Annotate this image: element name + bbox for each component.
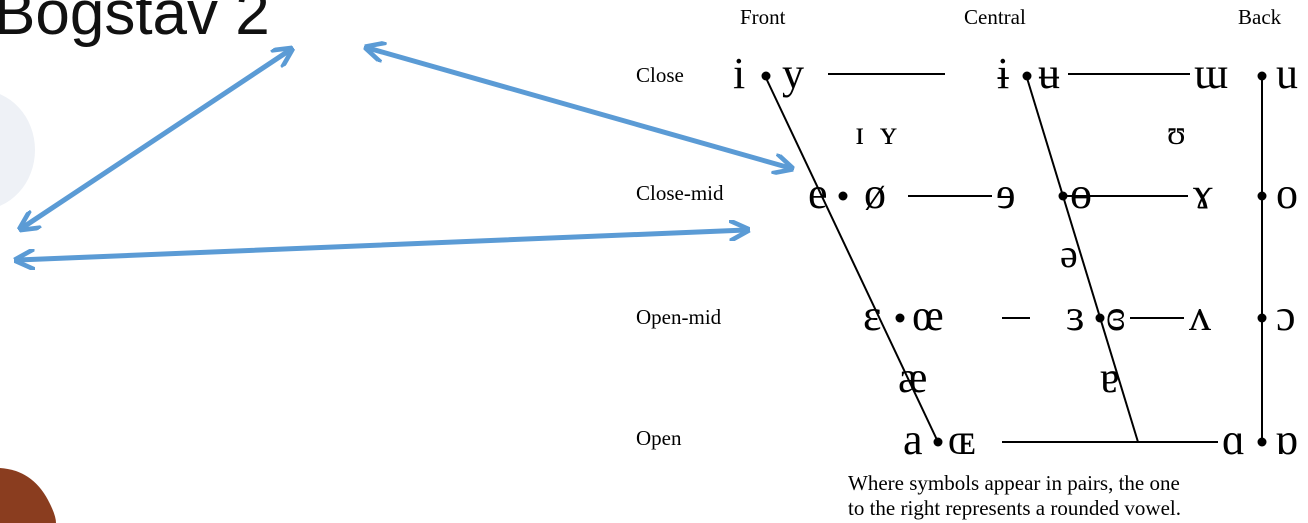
vowel-close-front-unrounded: i (733, 49, 745, 98)
dot-openmid-central (1095, 313, 1105, 323)
vowel-openmid-central-rounded: ɞ (1106, 291, 1126, 340)
chart-lines (765, 73, 1263, 443)
vowel-open-front-unrounded: a (903, 415, 923, 464)
vowel-openmid-front-rounded: œ (912, 291, 944, 340)
background-blur (0, 94, 35, 206)
dot-openmid-front (895, 313, 905, 323)
vowel-closemid-back-rounded: o (1276, 169, 1298, 218)
slide-title: Bogstav 2 (0, 0, 270, 48)
dot-closemid-back (1257, 191, 1267, 201)
vowel-chart: Front Central Back Close Close-mid Open-… (636, 5, 1298, 520)
vowel-open-back-rounded: ɒ (1275, 415, 1298, 464)
vowel-close-central-rounded: ʉ (1038, 49, 1060, 98)
vowel-closemid-central-rounded: ɵ (1070, 169, 1092, 218)
row-label-open-mid: Open-mid (636, 305, 722, 329)
vowel-nearclose-front-rounded: ʏ (880, 115, 897, 152)
row-label-close-mid: Close-mid (636, 181, 724, 205)
vowel-open-front-rounded: ɶ (948, 415, 976, 464)
vowel-closemid-front-unrounded: e (808, 169, 828, 218)
chart-note-line-2: to the right represents a rounded vowel. (848, 496, 1181, 520)
central-line (1026, 77, 1139, 443)
vowel-nearclose-front-unrounded: ɪ (855, 115, 864, 152)
dot-close-back (1257, 71, 1267, 81)
vowel-closemid-central-unrounded: ɘ (996, 169, 1016, 218)
header-back: Back (1238, 5, 1282, 29)
row-label-close: Close (636, 63, 684, 87)
header-front: Front (740, 5, 786, 29)
vowel-openmid-front-unrounded: ɛ (863, 291, 881, 340)
vowel-nearclose-back-rounded: ʊ (1167, 115, 1186, 152)
chart-dots (761, 71, 1267, 447)
vowel-open-back-unrounded: ɑ (1222, 415, 1245, 464)
vowel-nearopen-central: ɐ (1100, 353, 1120, 402)
vowel-closemid-back-unrounded: ɤ (1193, 169, 1213, 218)
dot-open-back (1257, 437, 1267, 447)
double-arrow-2 (368, 48, 790, 168)
dot-openmid-back (1257, 313, 1267, 323)
dot-closemid-central (1058, 191, 1068, 201)
dot-open-front (933, 437, 943, 447)
vowel-close-back-unrounded: ɯ (1194, 49, 1228, 98)
vowel-mid-central: ə (1060, 231, 1078, 276)
front-edge-line (765, 77, 939, 443)
presenter-hair (0, 468, 56, 523)
vowel-openmid-back-rounded: ɔ (1276, 291, 1296, 340)
vowel-close-front-rounded: y (782, 49, 804, 98)
dot-closemid-front (838, 191, 848, 201)
arrows (18, 48, 790, 260)
chart-note-line-1: Where symbols appear in pairs, the one (848, 471, 1180, 495)
double-arrow-1 (22, 50, 290, 228)
row-label-open: Open (636, 426, 682, 450)
vowel-nearopen-front: æ (898, 353, 927, 402)
dot-close-central (1022, 71, 1032, 81)
vowel-close-central-unrounded: ɨ (997, 49, 1009, 98)
vowel-close-back-rounded: u (1276, 49, 1298, 98)
dot-close-front (761, 71, 771, 81)
vowel-openmid-back-unrounded: ʌ (1189, 291, 1211, 340)
vowel-openmid-central-unrounded: ɜ (1066, 291, 1084, 340)
vowel-closemid-front-rounded: ø (864, 169, 886, 218)
header-central: Central (964, 5, 1026, 29)
double-arrow-3 (18, 230, 746, 260)
